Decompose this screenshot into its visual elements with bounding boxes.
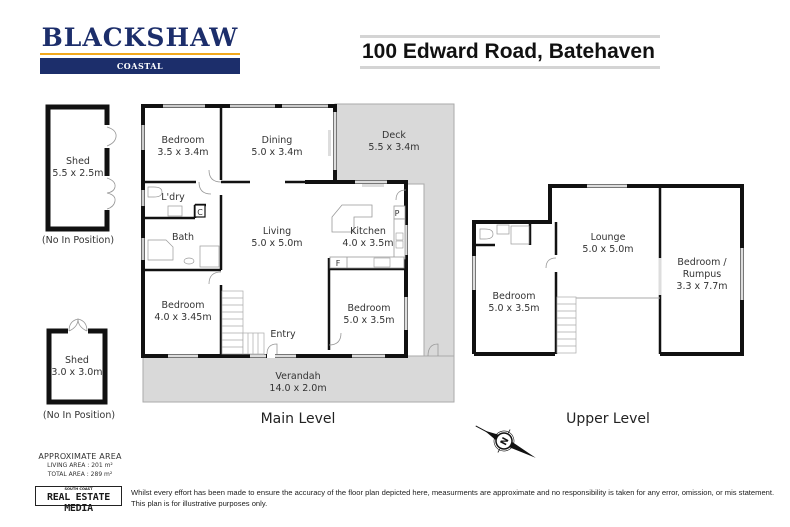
room-size: 5.0 x 3.4m bbox=[251, 147, 302, 158]
room-label: Bedroom bbox=[348, 303, 391, 314]
brand-underline bbox=[40, 53, 240, 55]
shed-2: Shed 3.0 x 3.0m (No In Position) bbox=[43, 318, 115, 421]
brand-name: BLACKSHAW bbox=[41, 23, 239, 52]
living-area-value: : 201 m² bbox=[87, 462, 113, 469]
room-size: 5.0 x 3.5m bbox=[488, 303, 539, 314]
room-label: Bath bbox=[172, 232, 194, 243]
divider bbox=[360, 35, 660, 38]
north-compass-icon: N bbox=[475, 425, 536, 458]
room-label: L'dry bbox=[161, 192, 185, 203]
disclaimer-line-1: Whilst every effort has been made to ens… bbox=[131, 488, 775, 497]
total-area-row: TOTAL AREA : 289 m² bbox=[30, 470, 130, 479]
room-size: 5.5 x 2.5m bbox=[52, 168, 103, 179]
room-label: Bedroom bbox=[493, 291, 536, 302]
shed-note: (No In Position) bbox=[42, 235, 114, 246]
room-label: Bedroom bbox=[162, 300, 205, 311]
disclaimer: Whilst every effort has been made to ens… bbox=[131, 487, 786, 509]
living-area-row: LIVING AREA : 201 m² bbox=[30, 461, 130, 470]
compass-letter: N bbox=[499, 436, 511, 447]
credit-big: REAL ESTATE MEDIA bbox=[47, 492, 110, 514]
property-address: 100 Edward Road, Batehaven bbox=[362, 40, 655, 63]
room-label: Bedroom / bbox=[677, 257, 727, 268]
room-size: 14.0 x 2.0m bbox=[269, 383, 326, 394]
room-label: Kitchen bbox=[350, 226, 386, 237]
level-label-main: Main Level bbox=[261, 411, 336, 427]
divider bbox=[360, 66, 660, 69]
total-area-label: TOTAL AREA bbox=[47, 471, 85, 478]
room-label: Entry bbox=[270, 329, 296, 340]
room-size: 3.0 x 3.0m bbox=[51, 367, 102, 378]
room-label: Rumpus bbox=[683, 269, 722, 280]
approximate-area: APPROXIMATE AREA LIVING AREA : 201 m² TO… bbox=[30, 452, 130, 479]
shed-note: (No In Position) bbox=[43, 410, 115, 421]
room-size: 5.0 x 5.0m bbox=[251, 238, 302, 249]
credit-small: SOUTH COAST bbox=[64, 487, 93, 491]
room-label: Shed bbox=[66, 156, 90, 167]
main-level-plan: P F C Bedroom 3.5 x 3.4m Dining 5.0 x 3.… bbox=[141, 103, 455, 427]
room-label: Living bbox=[263, 226, 291, 237]
room-size: 3.5 x 3.4m bbox=[157, 147, 208, 158]
brand-logo: BLACKSHAW COASTAL bbox=[40, 24, 240, 74]
level-label-upper: Upper Level bbox=[566, 411, 650, 427]
pantry-label: P bbox=[395, 209, 400, 218]
cupboard-label: C bbox=[197, 208, 203, 217]
total-area-value: : 289 m² bbox=[86, 471, 113, 478]
room-size: 4.0 x 3.5m bbox=[342, 238, 393, 249]
room-size: 5.0 x 5.0m bbox=[582, 244, 633, 255]
property-address-block: 100 Edward Road, Batehaven bbox=[360, 35, 660, 69]
brand-subtitle: COASTAL bbox=[40, 58, 240, 74]
room-size: 5.0 x 3.5m bbox=[343, 315, 394, 326]
living-area-label: LIVING AREA bbox=[47, 462, 86, 469]
room-label: Shed bbox=[65, 355, 89, 366]
room-label: Lounge bbox=[591, 232, 626, 243]
real-estate-media-logo: SOUTH COAST REAL ESTATE MEDIA bbox=[35, 486, 122, 514]
shed-1: Shed 5.5 x 2.5m (No In Position) bbox=[42, 104, 117, 246]
room-size: 4.0 x 3.45m bbox=[154, 312, 211, 323]
room-label: Deck bbox=[382, 130, 406, 141]
upper-level-plan: Lounge 5.0 x 5.0m Bedroom 5.0 x 3.5m Bed… bbox=[472, 184, 744, 427]
room-size: 3.3 x 7.7m bbox=[676, 281, 727, 292]
room-label: Dining bbox=[262, 135, 293, 146]
disclaimer-line-2: This plan is for illustrative purposes o… bbox=[131, 499, 268, 508]
area-title: APPROXIMATE AREA bbox=[38, 452, 122, 461]
room-label: Verandah bbox=[275, 371, 320, 382]
room-label: Bedroom bbox=[162, 135, 205, 146]
fridge-label: F bbox=[336, 259, 341, 268]
room-size: 5.5 x 3.4m bbox=[368, 142, 419, 153]
